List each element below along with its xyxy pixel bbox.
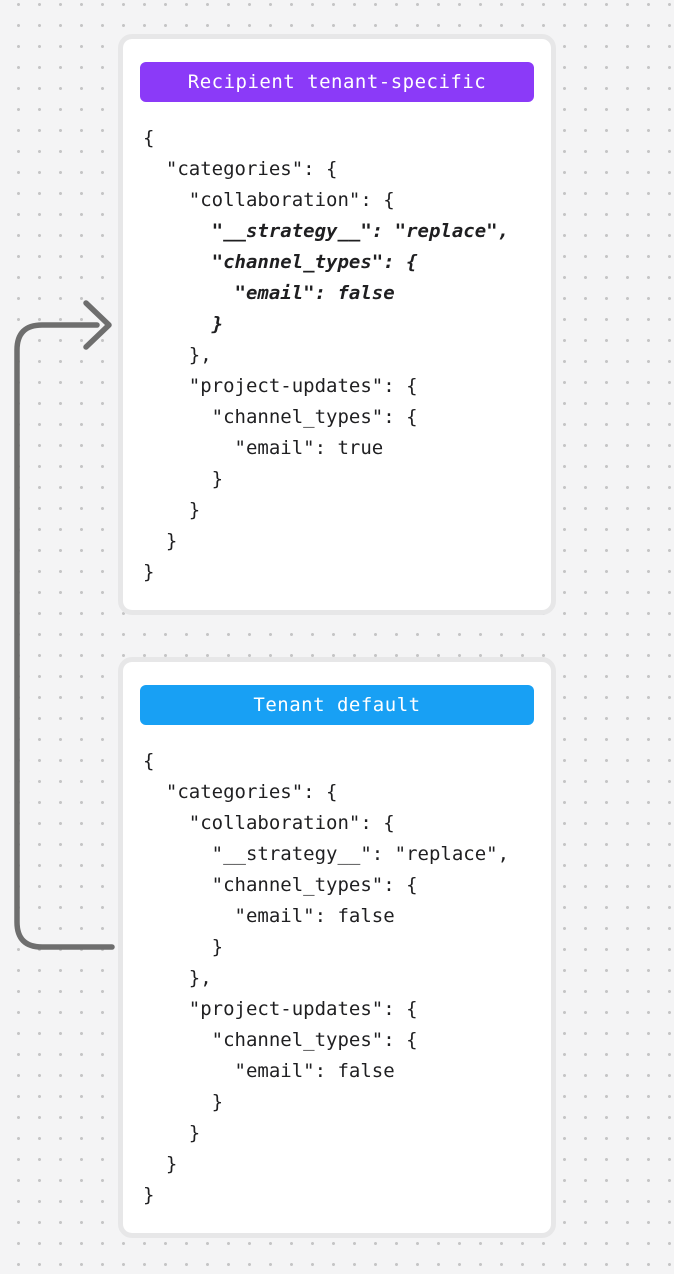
code-line: },	[143, 344, 212, 366]
code-line: "channel_types": {	[143, 406, 418, 428]
code-line: {	[143, 127, 155, 149]
code-line: }	[143, 1153, 178, 1175]
arrow-head-icon	[83, 300, 112, 350]
code-line: }	[143, 1122, 201, 1144]
arrow-line	[14, 322, 115, 950]
code-line: }	[143, 1091, 224, 1113]
code-line: }	[143, 936, 224, 958]
code-line: "categories": {	[143, 781, 338, 803]
code-line: {	[143, 750, 155, 772]
card-tenant-default: Tenant default { "categories": { "collab…	[118, 657, 556, 1238]
code-line: "categories": {	[143, 158, 338, 180]
code-line: }	[143, 313, 224, 335]
recipient-tenant-specific-code-block: { "categories": { "collaboration": { "__…	[143, 123, 534, 588]
code-line: "project-updates": {	[143, 998, 418, 1020]
code-line: "__strategy__": "replace",	[143, 220, 510, 242]
code-line: "collaboration": {	[143, 812, 395, 834]
code-line: "channel_types": {	[143, 874, 418, 896]
recipient-tenant-specific-badge: Recipient tenant-specific	[140, 62, 534, 102]
code-line: "__strategy__": "replace",	[143, 843, 510, 865]
card-recipient-tenant-specific: Recipient tenant-specific { "categories"…	[118, 34, 556, 615]
code-line: }	[143, 468, 224, 490]
code-line: "email": false	[143, 282, 395, 304]
code-line: }	[143, 1184, 155, 1206]
code-line: }	[143, 530, 178, 552]
code-line: }	[143, 561, 155, 583]
code-line: "channel_types": {	[143, 251, 418, 273]
code-line: "email": false	[143, 1060, 395, 1082]
tenant-default-code-block: { "categories": { "collaboration": { "__…	[143, 746, 534, 1211]
code-line: "channel_types": {	[143, 1029, 418, 1051]
code-line: "collaboration": {	[143, 189, 395, 211]
code-line: "project-updates": {	[143, 375, 418, 397]
tenant-default-badge: Tenant default	[140, 685, 534, 725]
code-line: "email": false	[143, 905, 395, 927]
code-line: "email": true	[143, 437, 384, 459]
code-line: },	[143, 967, 212, 989]
code-line: }	[143, 499, 201, 521]
